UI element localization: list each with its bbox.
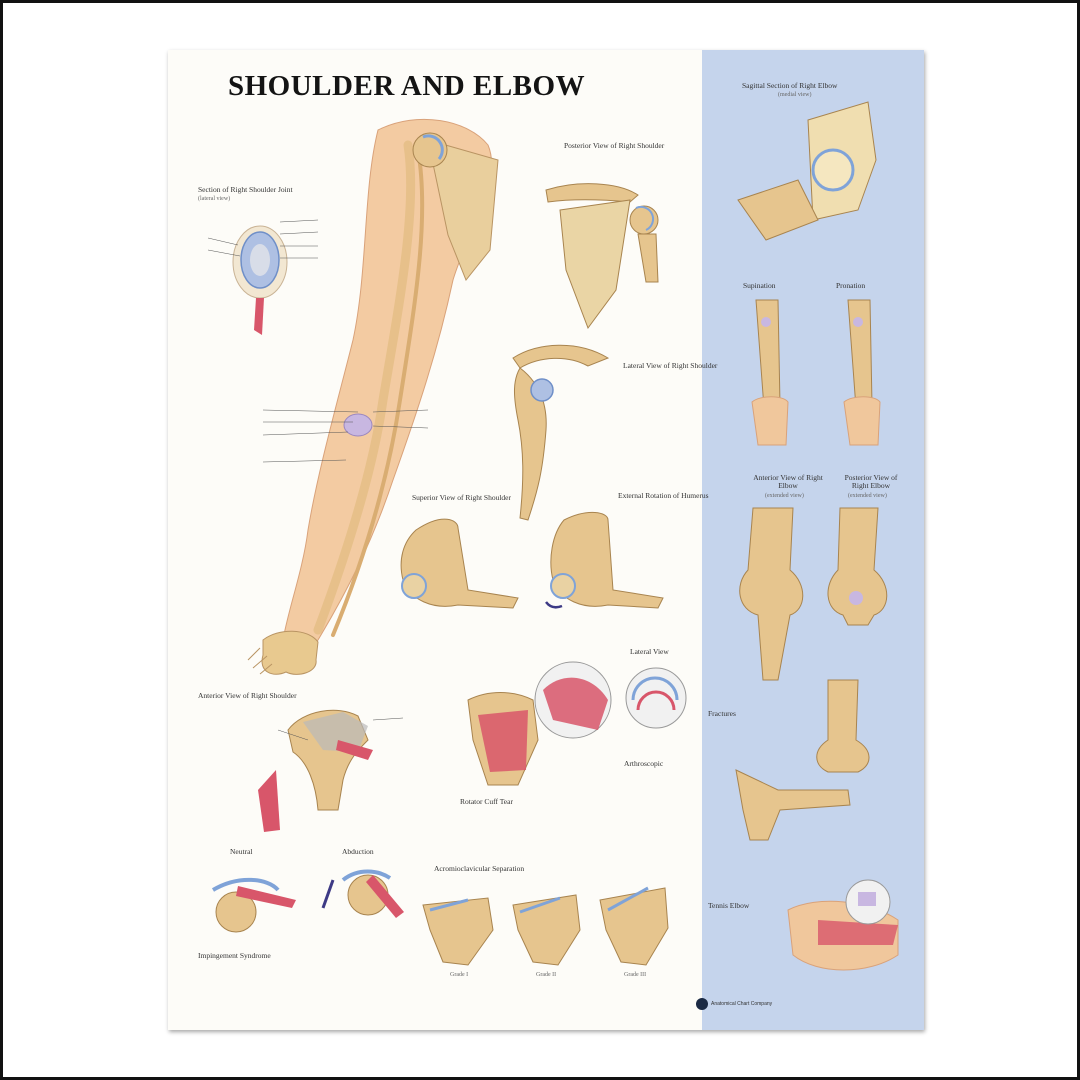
lateral-shoulder-illustration xyxy=(512,344,610,521)
posterior-shoulder-illustration xyxy=(545,183,659,330)
tennis-elbow-title: Tennis Elbow xyxy=(708,901,750,910)
anterior-elbow-illustration xyxy=(739,507,804,681)
posterior-elbow-subtitle: (extended view) xyxy=(848,493,887,499)
neutral-illustration xyxy=(211,877,296,933)
ac-separation-illustration xyxy=(422,886,669,966)
shoulder-joint-title: Section of Right Shoulder Joint xyxy=(198,185,293,194)
external-rotation-title: External Rotation of Humerus xyxy=(618,491,709,500)
grade-2-label: Grade II xyxy=(536,972,557,978)
neutral-title: Neutral xyxy=(230,847,253,856)
posterior-view-title: Posterior View of Right Shoulder xyxy=(564,141,665,150)
page-title: SHOULDER AND ELBOW xyxy=(228,70,586,102)
impingement-title: Impingement Syndrome xyxy=(198,951,271,960)
anatomy-illustrations xyxy=(207,101,899,971)
posterior-elbow-title: Posterior View of Right Elbow xyxy=(844,473,898,490)
main-arm-illustration xyxy=(247,118,499,675)
arthroscopic-title: Arthroscopic xyxy=(624,759,664,768)
rotator-cuff-illustration xyxy=(467,661,687,786)
supination-title: Supination xyxy=(743,281,776,290)
grade-3-label: Grade III xyxy=(624,972,647,978)
superior-view-illustration xyxy=(400,518,519,609)
ac-separation-title: Acromioclavicular Separation xyxy=(434,864,525,873)
lateral-view-title: Lateral View xyxy=(630,647,669,656)
pronation-illustration xyxy=(843,299,881,446)
rotator-cuff-title: Rotator Cuff Tear xyxy=(460,797,513,806)
leader-lines xyxy=(207,219,429,741)
sagittal-elbow-subtitle: (medial view) xyxy=(778,92,812,98)
superior-view-title: Superior View of Right Shoulder xyxy=(412,493,511,502)
anterior-view-title: Anterior View of Right Shoulder xyxy=(198,691,297,700)
posterior-elbow-illustration xyxy=(827,507,888,626)
shoulder-joint-section xyxy=(232,225,288,335)
anterior-elbow-subtitle: (extended view) xyxy=(765,493,804,499)
anterior-elbow-title: Anterior View of Right Elbow xyxy=(753,473,823,490)
abduction-title: Abduction xyxy=(342,847,374,856)
shoulder-joint-subtitle: (lateral view) xyxy=(198,196,231,202)
anterior-shoulder-illustration xyxy=(258,709,373,832)
publisher-logo-icon xyxy=(696,998,708,1010)
publisher-logo: Anatomical Chart Company xyxy=(696,998,772,1010)
external-rotation-illustration xyxy=(545,512,664,609)
lateral-view-shoulder-title: Lateral View of Right Shoulder xyxy=(623,361,718,370)
fractures-title: Fractures xyxy=(708,709,736,718)
sagittal-elbow-title: Sagittal Section of Right Elbow xyxy=(742,81,838,90)
supination-illustration xyxy=(751,299,789,446)
pronation-title: Pronation xyxy=(836,281,866,290)
tennis-elbow-illustration xyxy=(787,879,899,971)
publisher-name: Anatomical Chart Company xyxy=(711,1001,773,1007)
fractures-illustration xyxy=(735,679,870,841)
grade-1-label: Grade I xyxy=(450,972,469,978)
anatomy-poster: SHOULDER AND ELBOW Section of Right Shou… xyxy=(168,50,924,1030)
sagittal-elbow-illustration xyxy=(737,101,877,241)
abduction-illustration xyxy=(321,869,404,918)
